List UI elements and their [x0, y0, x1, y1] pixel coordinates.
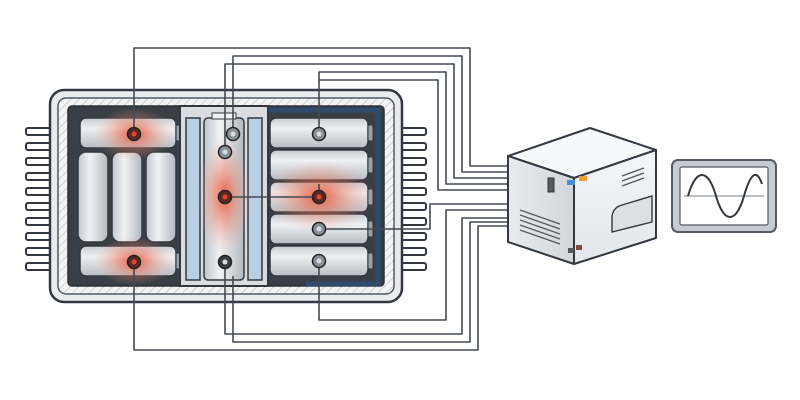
logger-connector-2 — [576, 245, 582, 250]
thermocouple-probe-icon — [217, 144, 233, 160]
thermocouple-probe-icon — [311, 253, 327, 269]
logger-panel — [611, 195, 653, 233]
thermocouple-probe-icon — [225, 126, 241, 142]
logger-indicator-blue — [567, 180, 575, 185]
left-vertical-cells — [77, 151, 177, 243]
cooling-plate-left — [185, 117, 201, 281]
middle-cell-terminal — [211, 112, 237, 120]
cooling-plate-right — [247, 117, 263, 281]
thermocouple-probe-icon — [217, 254, 233, 270]
thermocouple-probe-icon — [126, 254, 142, 270]
logger-port — [547, 177, 555, 193]
logger-indicator-orange — [579, 176, 587, 181]
waveform-monitor — [671, 159, 777, 233]
sensor-wires — [133, 47, 508, 351]
logger-vent-top — [621, 167, 645, 187]
thermocouple-probe-icon — [311, 126, 327, 142]
thermocouple-probe-icon — [126, 126, 142, 142]
sine-wave-icon — [687, 174, 763, 218]
logger-connector — [568, 248, 574, 253]
thermocouple-probe-icon — [311, 221, 327, 237]
thermocouple-probe-icon — [311, 189, 327, 205]
logger-side-face — [573, 149, 657, 265]
data-logger-icon — [507, 127, 657, 265]
side-insulation — [268, 107, 381, 287]
logger-vent-front — [519, 209, 561, 245]
thermocouple-probe-icon — [217, 189, 233, 205]
thermocouple-probes — [126, 126, 327, 270]
